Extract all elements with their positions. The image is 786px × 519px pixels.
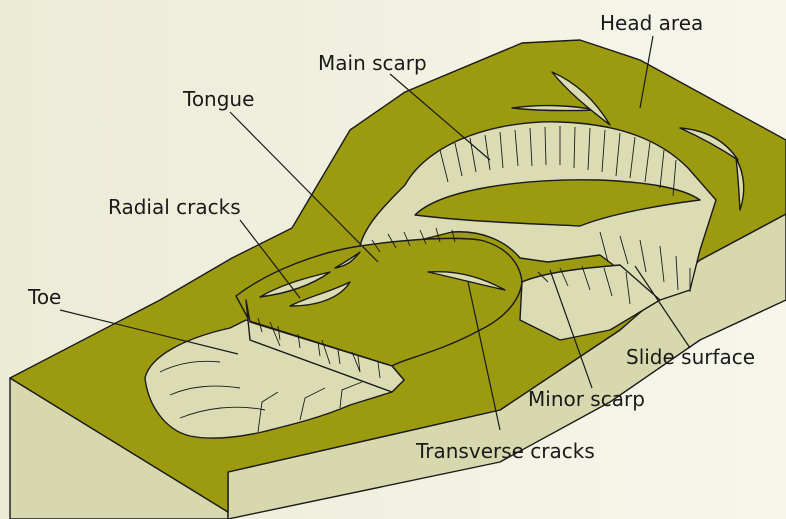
label-main-scarp: Main scarp xyxy=(318,51,427,75)
label-head-area: Head area xyxy=(600,11,703,35)
label-slide-surface: Slide surface xyxy=(626,345,755,369)
label-tongue: Tongue xyxy=(182,87,254,111)
label-transverse-cracks: Transverse cracks xyxy=(415,439,595,463)
label-minor-scarp: Minor scarp xyxy=(528,387,645,411)
label-radial-cracks: Radial cracks xyxy=(108,195,241,219)
label-toe: Toe xyxy=(27,285,61,309)
